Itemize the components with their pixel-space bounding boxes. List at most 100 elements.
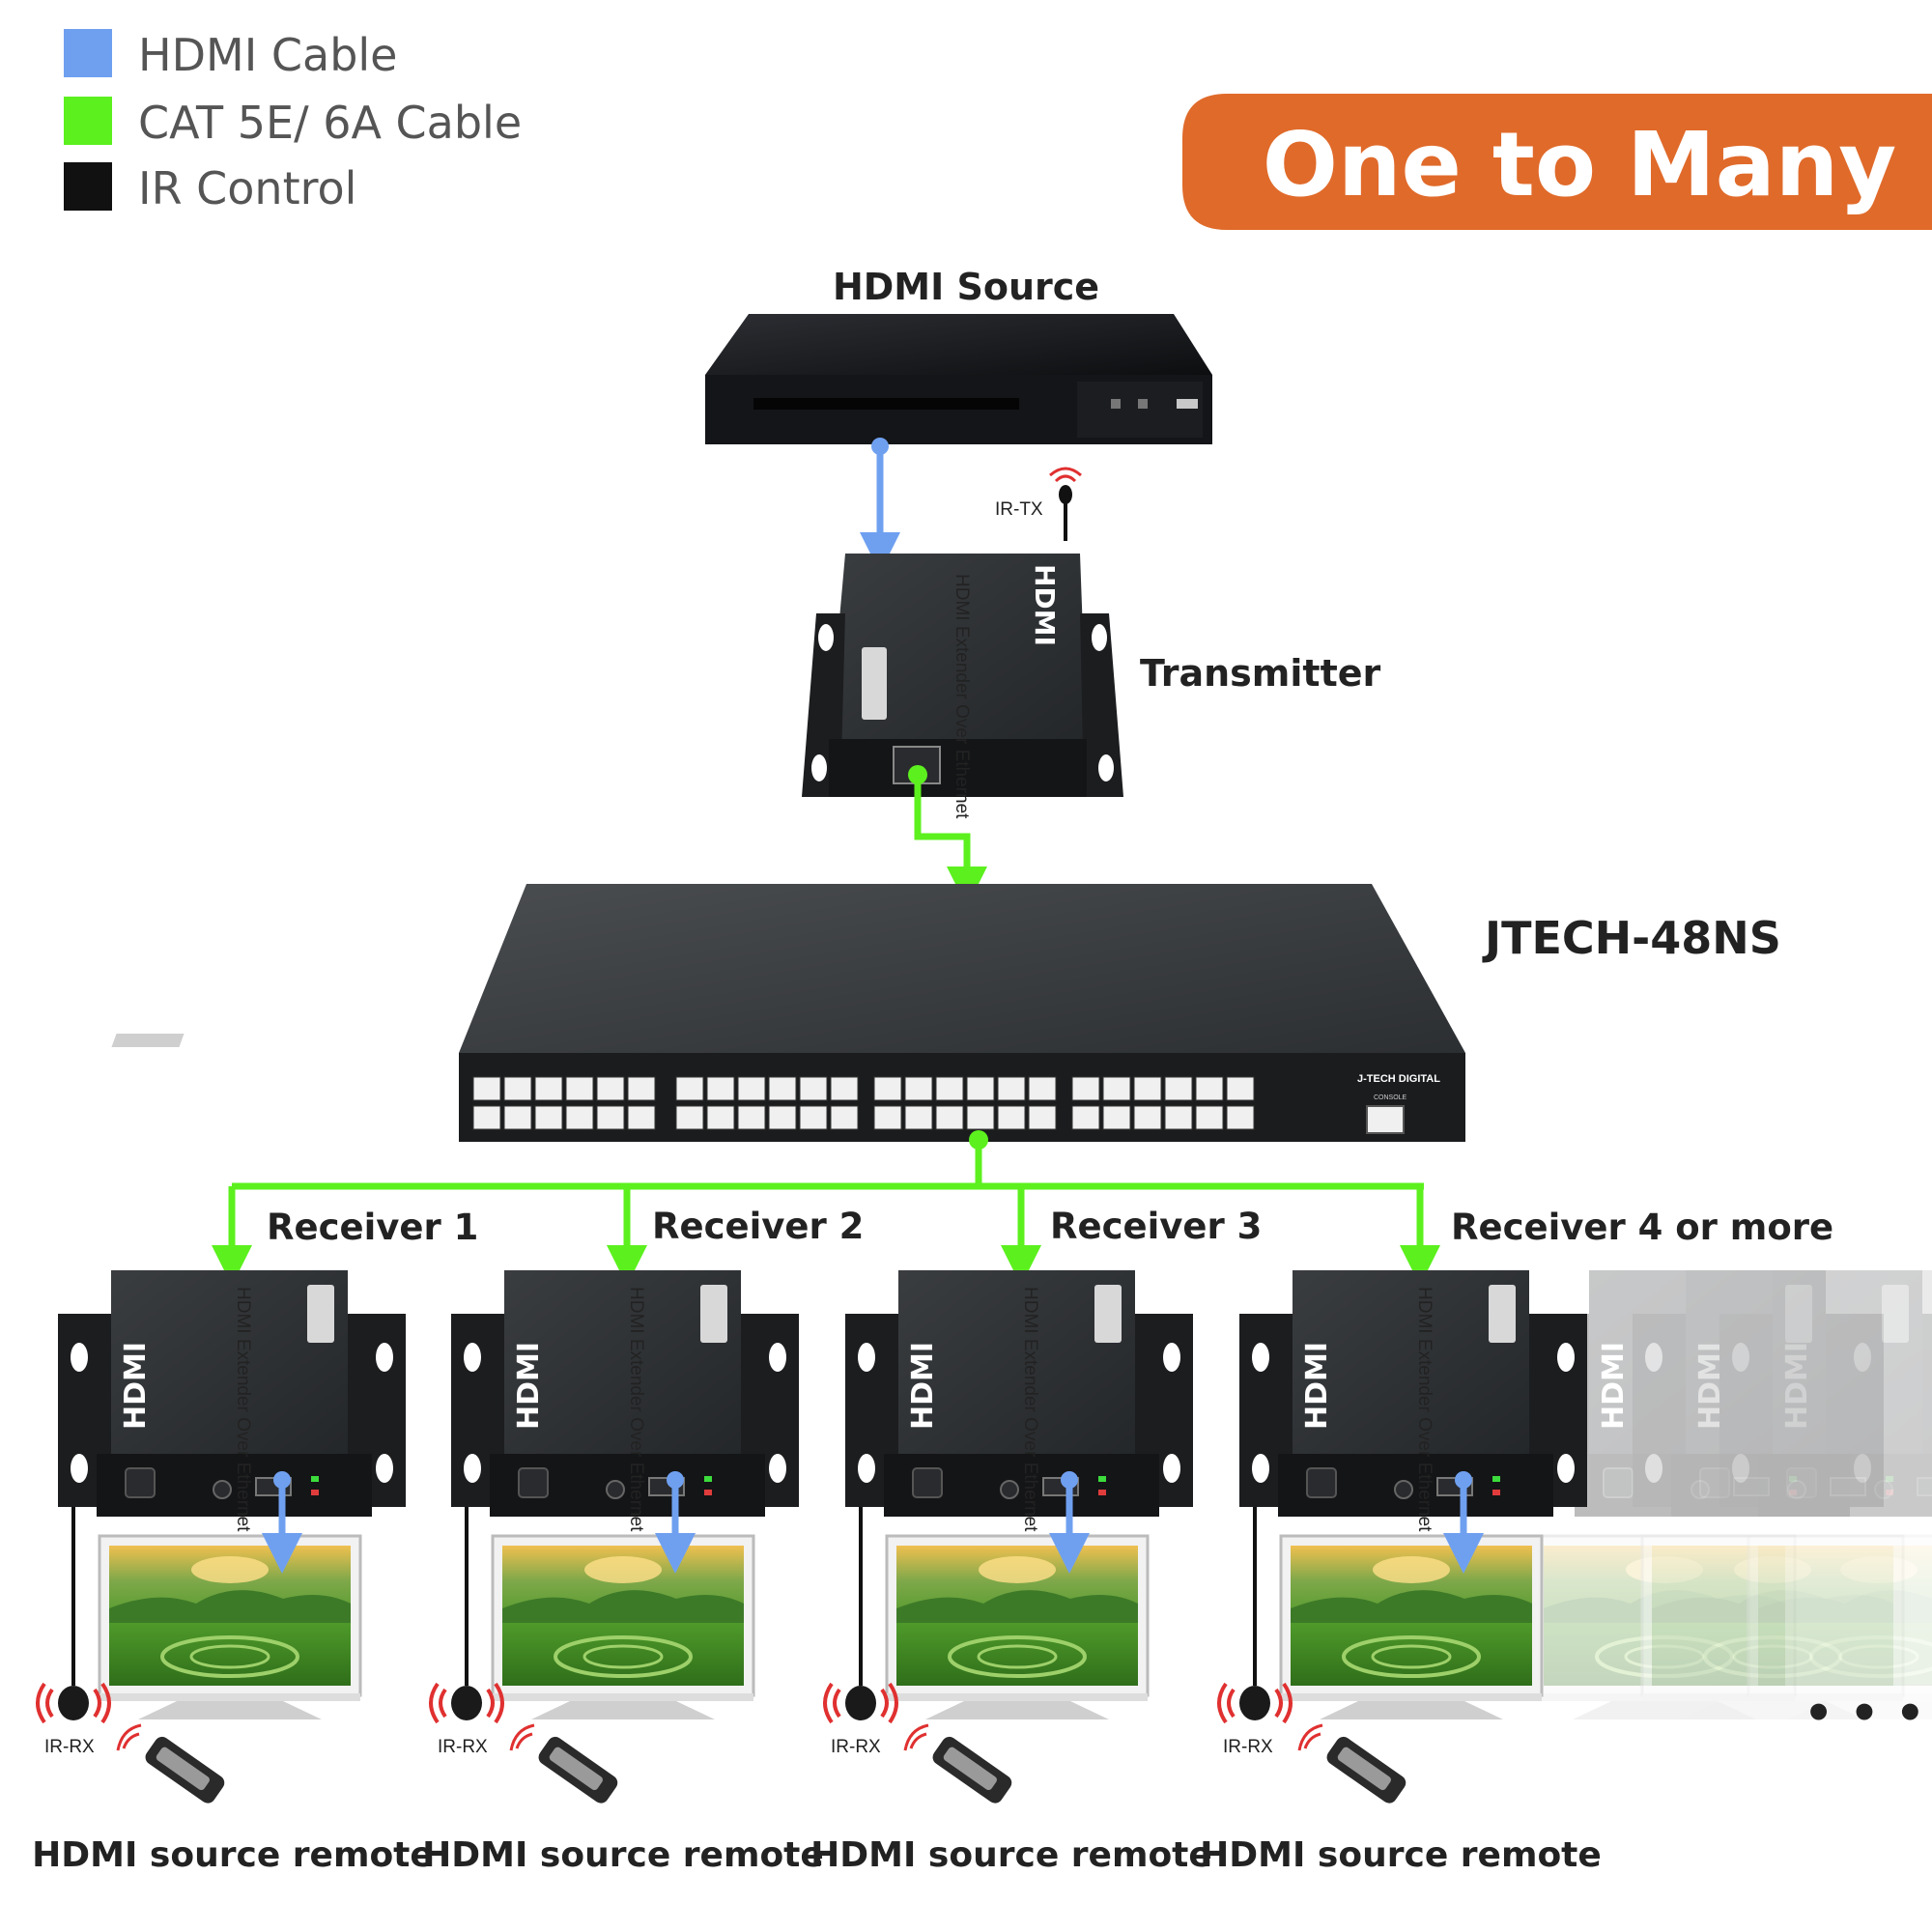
ethernet-port bbox=[966, 1076, 995, 1101]
svg-text:HDMI Extender Over Ethernet: HDMI Extender Over Ethernet bbox=[1414, 1287, 1435, 1532]
ethernet-port bbox=[1028, 1105, 1057, 1130]
receiver-unit-2: HDMI Extender Over Ethernet bbox=[450, 1269, 800, 1532]
ethernet-port bbox=[472, 1105, 501, 1130]
ethernet-port bbox=[1164, 1076, 1193, 1101]
ethernet-port bbox=[596, 1105, 625, 1130]
ethernet-port bbox=[799, 1076, 828, 1101]
receiver-device-icon bbox=[57, 1269, 407, 1518]
legend-swatch-hdmi bbox=[64, 29, 112, 77]
ir-tx-label: IR-TX bbox=[995, 499, 1043, 520]
ir-rx-label-1: IR-RX bbox=[44, 1737, 95, 1757]
ir-rx-label-2: IR-RX bbox=[438, 1737, 488, 1757]
ethernet-port bbox=[873, 1076, 902, 1101]
banner-title: One to Many bbox=[1263, 113, 1896, 216]
ethernet-port bbox=[904, 1105, 933, 1130]
receiver-unit-4: HDMI Extender Over Ethernet bbox=[1238, 1269, 1588, 1532]
ethernet-port bbox=[997, 1105, 1026, 1130]
cat-cable-transmitter bbox=[914, 775, 987, 907]
legend-swatch-ir bbox=[64, 162, 112, 211]
ethernet-port bbox=[935, 1105, 964, 1130]
ethernet-port bbox=[1133, 1105, 1162, 1130]
ethernet-port bbox=[1102, 1076, 1131, 1101]
ethernet-port bbox=[935, 1076, 964, 1101]
ethernet-port bbox=[1195, 1105, 1224, 1130]
ethernet-port bbox=[966, 1105, 995, 1130]
ethernet-port bbox=[706, 1105, 735, 1130]
cat-cable-distribution bbox=[212, 1130, 1440, 1286]
ethernet-port bbox=[997, 1076, 1026, 1101]
svg-text:HDMI: HDMI bbox=[1029, 564, 1061, 646]
extra-receivers-faded bbox=[1532, 1269, 1932, 1721]
more-ellipsis: • • • bbox=[1804, 1687, 1924, 1741]
remote-label-4: HDMI source remote bbox=[1200, 1835, 1602, 1875]
hdmi-cables-receivers bbox=[262, 1471, 1484, 1574]
remote-label-1: HDMI source remote bbox=[32, 1835, 434, 1875]
receiver-2-label: Receiver 2 bbox=[652, 1206, 864, 1247]
ethernet-port bbox=[1195, 1076, 1224, 1101]
switch-label: JTECH-48NS bbox=[1482, 912, 1781, 964]
ethernet-port bbox=[565, 1076, 594, 1101]
receiver-device-icon bbox=[450, 1269, 800, 1518]
ethernet-port bbox=[534, 1105, 563, 1130]
ethernet-port bbox=[737, 1105, 766, 1130]
svg-text:HDMI Extender Over Ethernet: HDMI Extender Over Ethernet bbox=[233, 1287, 253, 1532]
receiver-device-icon bbox=[844, 1269, 1194, 1518]
remote-control-icon bbox=[535, 1733, 621, 1806]
ethernet-port bbox=[830, 1076, 859, 1101]
blu-ray-player-icon bbox=[705, 314, 1212, 444]
ir-control-cables bbox=[71, 1507, 1257, 1686]
tv-monitor-icon bbox=[491, 1534, 755, 1721]
receiver-unit-1: HDMI Extender Over Ethernet bbox=[57, 1269, 407, 1532]
ethernet-port bbox=[472, 1076, 501, 1101]
ethernet-port bbox=[737, 1076, 766, 1101]
ethernet-port bbox=[1071, 1076, 1100, 1101]
legend-label-hdmi: HDMI Cable bbox=[138, 29, 397, 81]
svg-text:HDMI Extender Over Ethernet: HDMI Extender Over Ethernet bbox=[1020, 1287, 1040, 1532]
legend-label-ir: IR Control bbox=[138, 162, 356, 214]
ir-emitter-icon bbox=[1049, 467, 1082, 541]
svg-text:HDMI Extender Over Ethernet: HDMI Extender Over Ethernet bbox=[626, 1287, 646, 1532]
remote-label-3: HDMI source remote bbox=[810, 1835, 1212, 1875]
legend-label-cat: CAT 5E/ 6A Cable bbox=[138, 97, 522, 149]
transmitter-label: Transmitter bbox=[1140, 652, 1381, 695]
remote-signal-icons bbox=[116, 1723, 1323, 1751]
ethernet-port bbox=[627, 1076, 656, 1101]
ethernet-port bbox=[565, 1105, 594, 1130]
ethernet-port bbox=[534, 1076, 563, 1101]
ethernet-port bbox=[830, 1105, 859, 1130]
svg-text:HDMI Extender Over Ethernet: HDMI Extender Over Ethernet bbox=[952, 574, 972, 819]
ethernet-port bbox=[706, 1076, 735, 1101]
ethernet-port bbox=[768, 1105, 797, 1130]
remote-control-icon bbox=[929, 1733, 1015, 1806]
ethernet-port bbox=[627, 1105, 656, 1130]
ethernet-port bbox=[768, 1076, 797, 1101]
legend: HDMI Cable CAT 5E/ 6A Cable IR Control bbox=[64, 29, 522, 214]
remote-label-2: HDMI source remote bbox=[422, 1835, 824, 1875]
receiver-device-icon bbox=[1238, 1269, 1588, 1518]
ethernet-port bbox=[503, 1076, 532, 1101]
ethernet-port bbox=[1226, 1076, 1255, 1101]
ethernet-port bbox=[1028, 1076, 1057, 1101]
ethernet-port bbox=[1164, 1105, 1193, 1130]
legend-swatch-cat bbox=[64, 97, 112, 145]
switch-brand: J-TECH DIGITAL bbox=[1357, 1073, 1440, 1085]
receiver-3-label: Receiver 3 bbox=[1050, 1206, 1262, 1247]
ethernet-port bbox=[596, 1076, 625, 1101]
banner: One to Many bbox=[1182, 94, 1932, 230]
receiver-unit-3: HDMI Extender Over Ethernet bbox=[844, 1269, 1194, 1532]
network-switch-icon: J-TECH DIGITAL CONSOLE bbox=[111, 884, 1465, 1142]
ethernet-port bbox=[1071, 1105, 1100, 1130]
ethernet-port bbox=[503, 1105, 532, 1130]
ir-rx-label-3: IR-RX bbox=[831, 1737, 881, 1757]
tv-monitor-icon bbox=[98, 1534, 362, 1721]
tv-monitor-icon bbox=[1279, 1534, 1544, 1721]
ethernet-port bbox=[675, 1076, 704, 1101]
switch-console: CONSOLE bbox=[1374, 1094, 1407, 1101]
ethernet-port bbox=[1102, 1105, 1131, 1130]
remote-control-icon bbox=[142, 1733, 228, 1806]
ethernet-port bbox=[1133, 1076, 1162, 1101]
receiver-4-label: Receiver 4 or more bbox=[1451, 1207, 1833, 1248]
ethernet-port bbox=[675, 1105, 704, 1130]
source-label: HDMI Source bbox=[833, 266, 1099, 308]
